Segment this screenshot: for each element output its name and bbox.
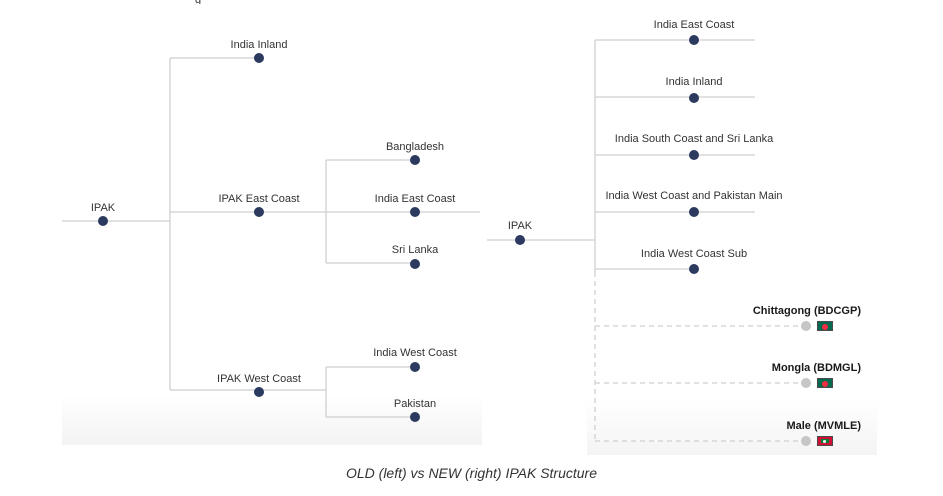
new-node-india-south-coast-sri-lanka-label: India South Coast and Sri Lanka: [614, 133, 774, 145]
port-node-1: [801, 378, 811, 388]
old-node-india-west-coast-label: India West Coast: [373, 347, 457, 359]
old-node-ipak-east-coast: [254, 207, 264, 217]
old-node-ipak-east-coast-label: IPAK East Coast: [218, 193, 300, 205]
port-node-2: [801, 436, 811, 446]
port-mongla-label: Mongla (BDMGL): [771, 362, 861, 374]
new-node-4: [689, 264, 699, 274]
clipped-top-text: g: [195, 0, 240, 4]
port-node-0: [801, 321, 811, 331]
old-node-pakistan: [410, 412, 420, 422]
maldives-flag-icon: [817, 436, 833, 446]
new-node-india-west-coast-pakistan-main-label: India West Coast and Pakistan Main: [605, 190, 783, 202]
new-root-label: IPAK: [507, 220, 533, 232]
new-node-1: [689, 93, 699, 103]
new-node-india-inland-label: India Inland: [665, 76, 723, 88]
new-node-2: [689, 150, 699, 160]
old-node-ipak-west-coast: [254, 387, 264, 397]
bangladesh-flag-icon: [817, 378, 833, 388]
old-node-sri-lanka-label: Sri Lanka: [391, 244, 439, 256]
old-root-label: IPAK: [90, 202, 116, 214]
old-node-sri-lanka: [410, 259, 420, 269]
port-chittagong-label: Chittagong (BDCGP): [752, 305, 861, 317]
new-node-india-west-coast-sub-label: India West Coast Sub: [640, 248, 748, 260]
old-node-bangladesh-label: Bangladesh: [385, 141, 445, 153]
new-root-node: [515, 235, 525, 245]
old-node-india-east-coast: [410, 207, 420, 217]
old-node-bangladesh: [410, 155, 420, 165]
old-node-india-west-coast: [410, 362, 420, 372]
figure-caption: OLD (left) vs NEW (right) IPAK Structure: [345, 465, 597, 481]
new-node-india-east-coast-label: India East Coast: [653, 19, 735, 31]
new-node-0: [689, 35, 699, 45]
old-root-node: [98, 216, 108, 226]
old-node-india-inland: [254, 53, 264, 63]
old-node-india-inland-label: India Inland: [230, 39, 288, 51]
new-node-3: [689, 207, 699, 217]
bangladesh-flag-icon: [817, 321, 833, 331]
old-node-india-east-coast-label: India East Coast: [374, 193, 456, 205]
old-node-pakistan-label: Pakistan: [393, 398, 437, 410]
old-node-ipak-west-coast-label: IPAK West Coast: [217, 373, 301, 385]
port-male-label: Male (MVMLE): [786, 420, 861, 432]
